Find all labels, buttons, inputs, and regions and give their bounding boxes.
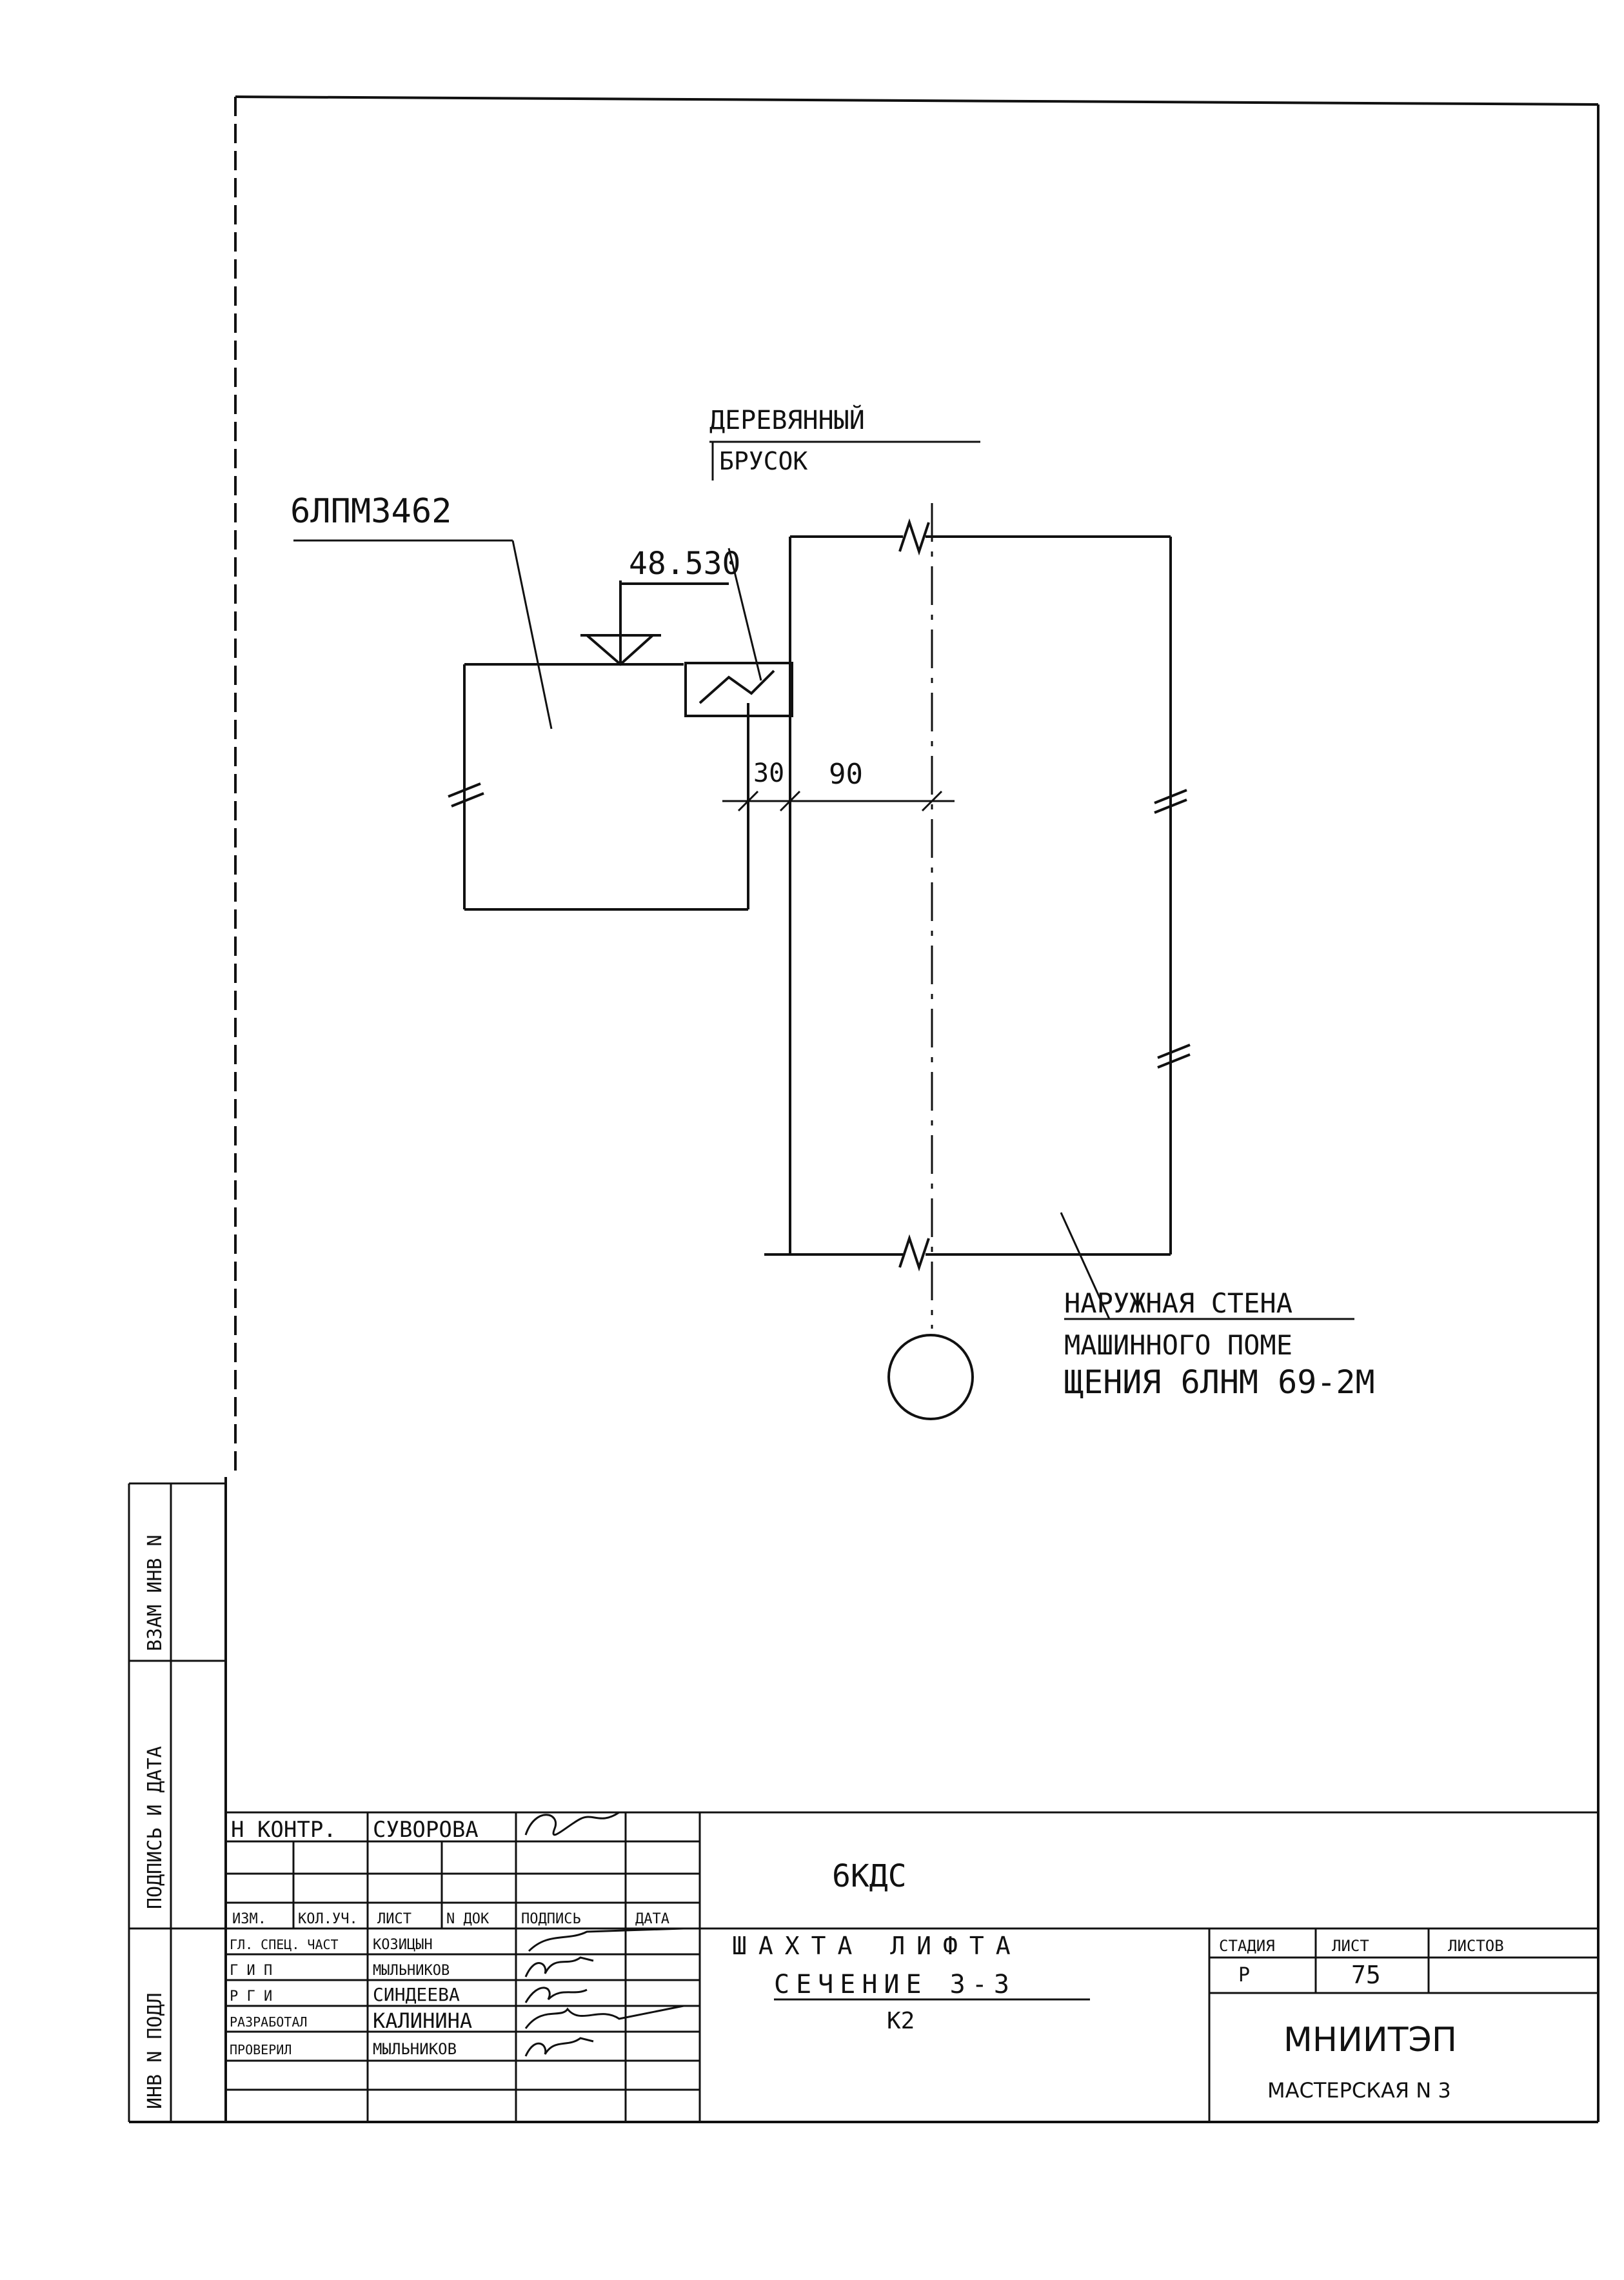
- title-line-3: К2: [887, 2008, 915, 2034]
- stage-value: Р: [1238, 1964, 1250, 1987]
- row-name-4: МЫЛЬНИКОВ: [373, 1963, 450, 1979]
- dim-gap-label: 30: [753, 758, 784, 788]
- row-role-6: РАЗРАБОТАЛ: [230, 2014, 307, 2030]
- wood-block-label-1: ДЕРЕВЯННЫЙ: [709, 404, 865, 435]
- side-stamp-sign-date: ПОДПИСЬ И ДАТА: [144, 1746, 166, 1909]
- elevation-mark: [580, 580, 729, 666]
- header-izm: ИЗМ.: [232, 1911, 266, 1927]
- header-kol-uch: КОЛ.УЧ.: [298, 1911, 358, 1927]
- project-code: 6КДС: [832, 1858, 907, 1894]
- org-name: МНИИТЭП: [1283, 2021, 1457, 2059]
- header-n-dok: N ДОК: [446, 1911, 490, 1927]
- signatures: [524, 1811, 684, 2057]
- wall-label-2: МАШИННОГО ПОМЕ: [1064, 1329, 1292, 1361]
- title-line-1: ШАХТА ЛИФТА: [732, 1932, 1022, 1960]
- header-podpis: ПОДПИСЬ: [521, 1911, 581, 1927]
- row-name-5: СИНДЕЕВА: [373, 1984, 460, 2005]
- dimension-lines: [722, 703, 955, 813]
- dim-wall-label: 90: [829, 758, 863, 791]
- row-name-7: МЫЛЬНИКОВ: [373, 2040, 457, 2058]
- title-block-grid: [226, 1811, 1598, 2122]
- sheet-value: 75: [1351, 1961, 1381, 1989]
- wall-label-3: ЩЕНИЯ 6ЛНМ 69-2М: [1064, 1363, 1375, 1401]
- elevation-label: 48.530: [629, 546, 740, 582]
- wood-block-label-2: БРУСОК: [719, 447, 807, 475]
- side-stamp-inv-swap: ВЗАМ ИНВ N: [144, 1534, 166, 1651]
- title-line-2: СЕЧЕНИЕ 3-3: [774, 1970, 1016, 1999]
- workshop-name: МАСТЕРСКАЯ N 3: [1267, 2078, 1451, 2103]
- wood-block: [684, 662, 793, 717]
- stage-label: СТАДИЯ: [1219, 1937, 1275, 1955]
- wall-outline: [764, 518, 1191, 1272]
- row-role-7: ПРОВЕРИЛ: [230, 2042, 292, 2057]
- row-name-3: КОЗИЦЫН: [373, 1937, 433, 1953]
- row-name-6: КАЛИНИНА: [373, 2008, 472, 2033]
- header-list: ЛИСТ: [377, 1911, 411, 1927]
- row-role-1: Н КОНТР.: [231, 1817, 337, 1843]
- sheets-label: ЛИСТОВ: [1448, 1937, 1504, 1955]
- header-data: ДАТА: [635, 1911, 669, 1927]
- panel-mark-label: 6ЛПМ3462: [290, 492, 451, 531]
- side-stamp-inv-orig: ИНВ N ПОДЛ: [144, 1992, 166, 2109]
- leader-lines: [293, 441, 1354, 1320]
- sheet-label: ЛИСТ: [1332, 1937, 1369, 1955]
- row-role-5: Р Г И: [230, 1988, 272, 2005]
- sheet-frame: [129, 95, 1599, 2123]
- wall-label-1: НАРУЖНАЯ СТЕНА: [1064, 1287, 1292, 1319]
- side-stamp: [128, 1482, 226, 2122]
- row-name-1: СУВОРОВА: [373, 1817, 479, 1843]
- row-role-4: Г И П: [230, 1963, 272, 1979]
- axis-marker-circle: [887, 1334, 974, 1420]
- row-role-3: ГЛ. СПЕЦ. ЧАСТ: [230, 1937, 339, 1952]
